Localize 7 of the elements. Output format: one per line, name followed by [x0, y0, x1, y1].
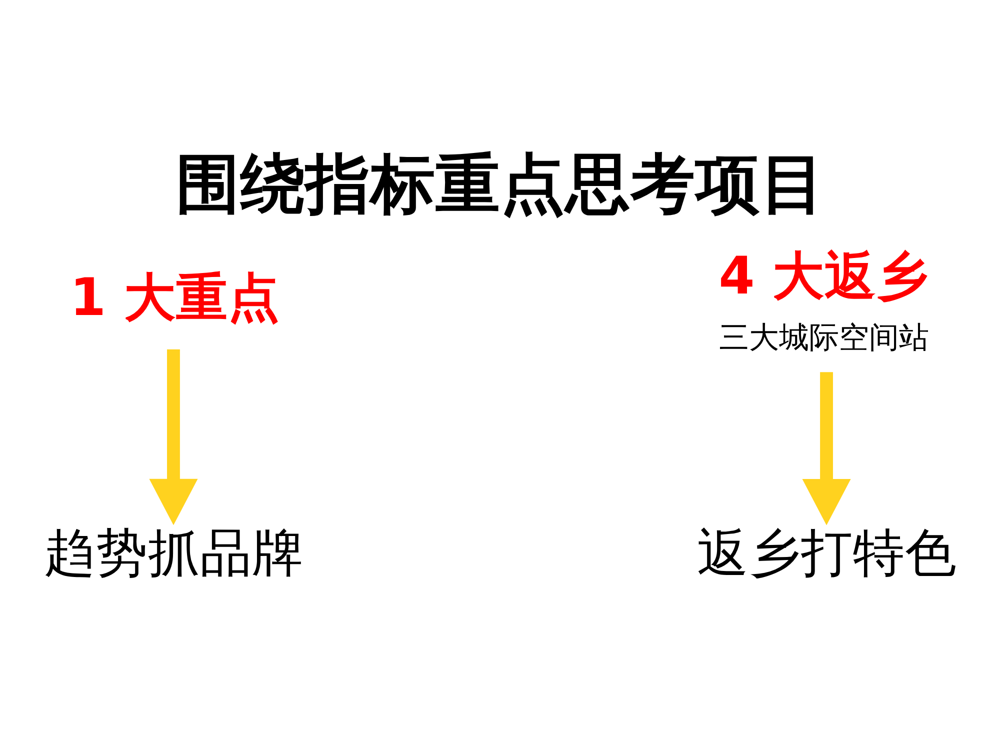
- node-text: 1 大重点: [70, 268, 280, 328]
- node-text: 返乡打特色: [697, 523, 958, 584]
- node-text: 4 大返乡 三大城际空间站: [718, 246, 929, 356]
- arrow: [802, 372, 851, 526]
- diagram-title: 围绕指标重点思考项目: [176, 146, 826, 222]
- node-text: 趋势抓品牌: [44, 523, 304, 584]
- arrow: [149, 349, 198, 526]
